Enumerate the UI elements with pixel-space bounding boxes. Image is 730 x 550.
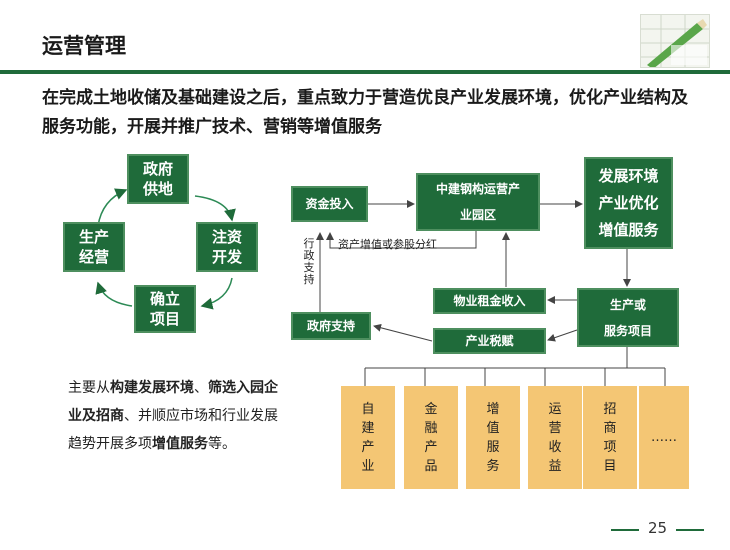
category-box-investment-project: 招商项目 [583,386,637,489]
box-rent-income: 物业租金收入 [433,288,546,314]
label-asset-dividend: 资产增值或参股分红 [338,238,437,251]
category-box-operation-income: 运营收益 [528,386,582,489]
box-industry-tax: 产业税赋 [433,328,546,354]
arrow-tax-gov [373,323,433,342]
category-box-more: …… [639,386,689,489]
pencil-drawing-image [640,14,710,68]
box-government-support: 政府支持 [291,312,371,340]
category-box-self-built: 自建产业 [341,386,395,489]
arrow-production-tax [547,329,578,342]
cycle-box-project: 确立 项目 [134,285,196,333]
page-title: 运营管理 [42,34,126,58]
category-box-value-added: 增值服务 [466,386,520,489]
box-production-project: 生产或 服务项目 [577,288,679,347]
arrow-dividend [326,231,477,249]
cycle-arrow-top-right [194,195,236,222]
intro-text: 在完成土地收储及基础建设之后，重点致力于营造优良产业发展环境，优化产业结构及服务… [42,88,688,137]
cycle-box-investment: 注资 开发 [196,222,258,272]
page-number-line-right [676,529,704,531]
cycle-arrow-right-bottom [200,277,233,310]
page-number: 25 [648,519,668,537]
cycle-arrow-left-top [97,188,128,227]
page-number-line-left [611,529,639,531]
cycle-arrow-bottom-left [95,281,133,307]
header-divider [0,70,730,74]
cycle-box-operation: 生产 经营 [63,222,125,272]
summary-note: 主要从构建发展环境、筛选入园企业及招商、并顺应市场和行业发展趋势开展多项增值服务… [68,380,278,452]
box-capital-input: 资金投入 [291,186,368,222]
category-box-financial: 金融产品 [404,386,458,489]
label-admin-support: 行政支持 [303,237,315,286]
cycle-box-land-supply: 政府 供地 [127,154,189,204]
box-industrial-park: 中建钢构运营产 业园区 [416,173,540,231]
box-development-environment: 发展环境 产业优化 增值服务 [584,157,673,249]
